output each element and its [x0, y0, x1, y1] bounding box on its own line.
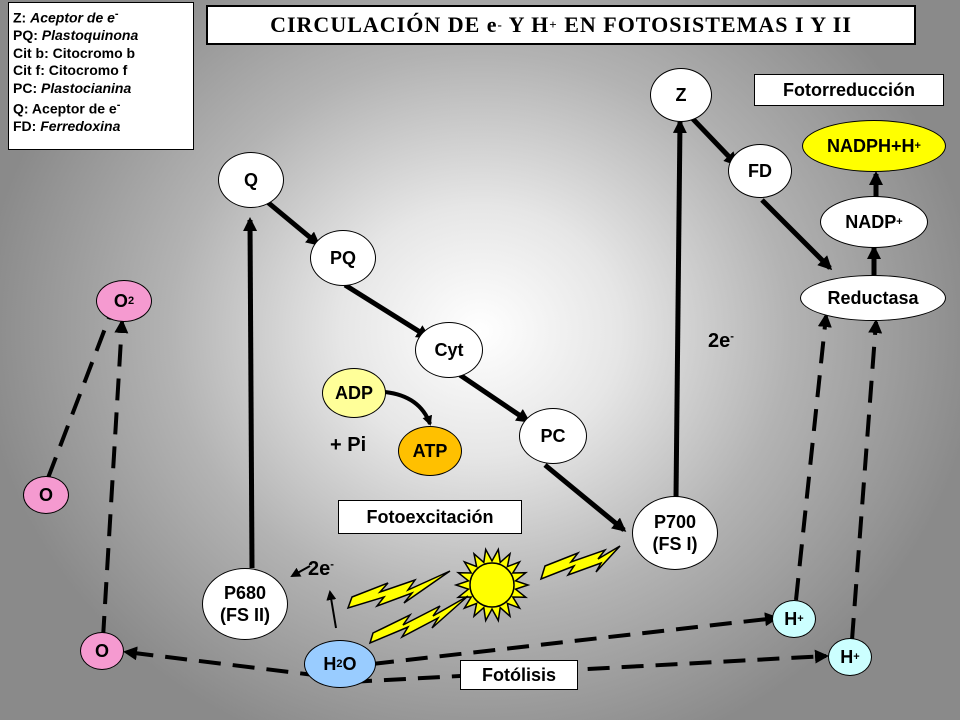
- legend-box: Z: Aceptor de e- PQ: Plastoquinona Cit b…: [8, 2, 194, 150]
- lightning-bolt-icon: [539, 545, 621, 581]
- label-2e-right: 2e-: [708, 330, 734, 352]
- arrow-2e-to-p680: [290, 565, 311, 577]
- arrow-h2o-to-o: [123, 646, 323, 678]
- arrow-fd-to-reductasa: [760, 198, 833, 271]
- node-p680: P680(FS II): [202, 568, 288, 640]
- node-cyt: Cyt: [415, 322, 483, 378]
- arrow-h2o-2e-up: [326, 590, 337, 629]
- arrow-q-to-pq: [263, 198, 321, 246]
- node-o-left: O: [23, 476, 69, 514]
- label-pi: + Pi: [330, 434, 367, 456]
- node-q: Q: [218, 152, 284, 208]
- arrow-o-to-o2-bottom: [101, 319, 129, 639]
- label-2e-left: 2e-: [308, 558, 334, 580]
- legend-row: Q: Aceptor de e-: [13, 99, 121, 117]
- legend-row: Z: Aceptor de e-: [13, 8, 119, 26]
- legend-row: Cit b: Citocromo b: [13, 44, 136, 61]
- node-h-plus-1: H+: [772, 600, 816, 638]
- arrow-h2-to-reductasa: [850, 319, 883, 641]
- label-fotorreduccion: Fotorreducción: [754, 74, 944, 106]
- arrow-h2o-to-h1: [371, 612, 779, 666]
- lightning-bolt-icon: [346, 570, 451, 610]
- arrow-p700-to-z: [672, 119, 687, 499]
- node-p700: P700(FS I): [632, 496, 718, 570]
- node-z: Z: [650, 68, 712, 122]
- arrow-cyt-to-pc: [458, 372, 531, 424]
- node-reductasa: Reductasa: [800, 275, 946, 321]
- label-fotoexcitacion: Fotoexcitación: [338, 500, 522, 534]
- sun-icon: [453, 547, 531, 623]
- arrow-h1-to-reductasa: [794, 313, 832, 601]
- lightning-bolt-icon: [368, 595, 469, 645]
- legend-row: FD: Ferredoxina: [13, 118, 121, 135]
- node-h-plus-2: H+: [828, 638, 872, 676]
- node-o-bottom: O: [80, 632, 124, 670]
- arrow-pq-to-cyt: [343, 282, 431, 340]
- node-nadp: NADP+: [820, 196, 928, 248]
- arrow-adp-to-atp: [384, 390, 433, 426]
- node-atp: ATP: [398, 426, 462, 476]
- legend-row: PC: Plastocianina: [13, 79, 132, 96]
- arrow-h2o-to-h2: [349, 649, 829, 684]
- node-fd: FD: [728, 144, 792, 198]
- legend-row: Cit f: Citocromo f: [13, 62, 128, 79]
- node-adp: ADP: [322, 368, 386, 418]
- arrow-z-to-fd: [690, 116, 739, 167]
- page-title: CIRCULACIÓN DE e- Y H+ EN FOTOSISTEMAS I…: [206, 5, 916, 45]
- node-pc: PC: [519, 408, 587, 464]
- arrow-pc-to-p700: [543, 463, 627, 532]
- node-pq: PQ: [310, 230, 376, 286]
- legend-row: PQ: Plastoquinona: [13, 27, 139, 44]
- node-nadph: NADPH+H+: [802, 120, 946, 172]
- arrow-o-to-o2-left: [46, 302, 117, 479]
- arrow-p680-to-q: [243, 217, 258, 569]
- label-fotolisis: Fotólisis: [460, 660, 578, 690]
